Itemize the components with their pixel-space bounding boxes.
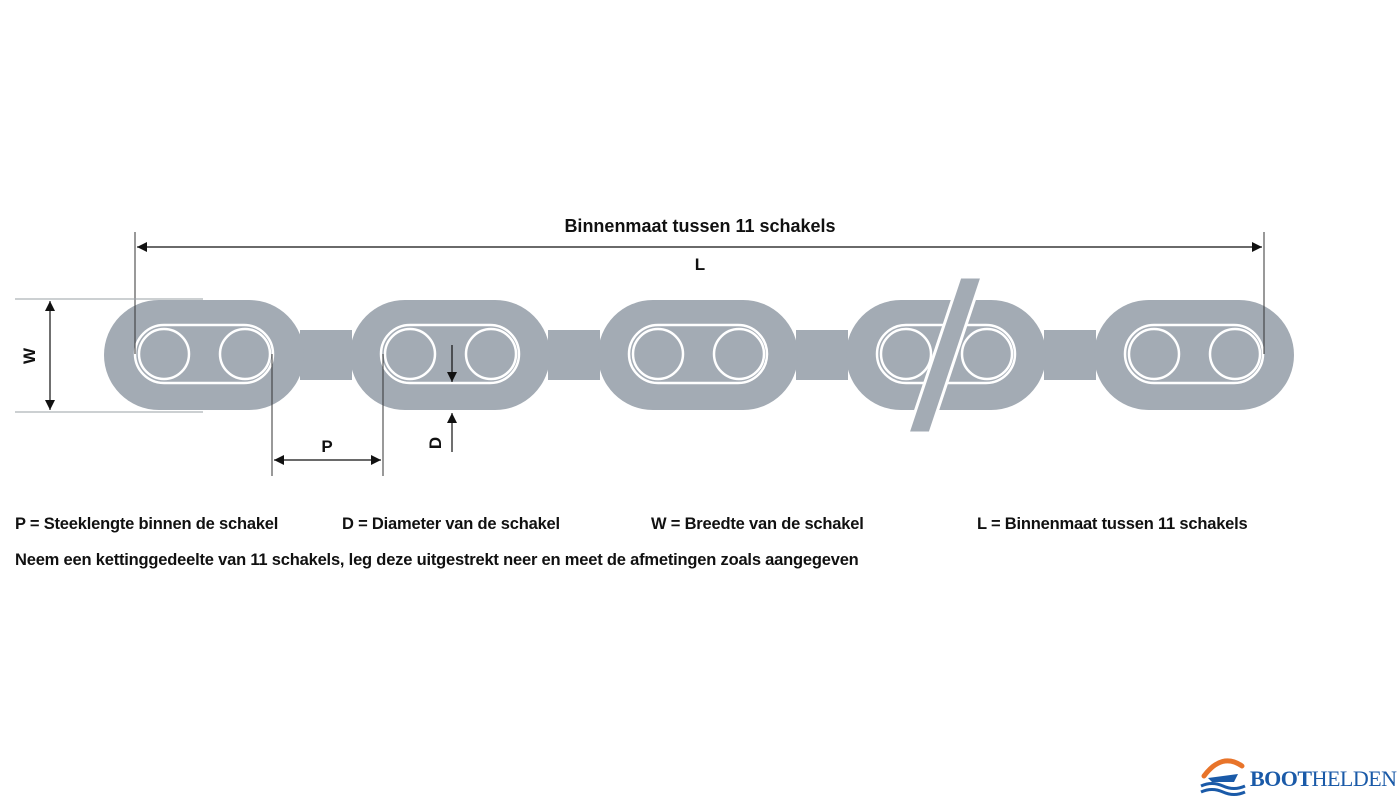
chain-link-5 bbox=[1094, 300, 1294, 410]
chain-link-1 bbox=[104, 300, 304, 410]
label-d: D bbox=[426, 437, 445, 449]
legend-w: W = Breedte van de schakel bbox=[651, 515, 864, 533]
pitch-dimension bbox=[271, 354, 384, 476]
chain-diagram: Binnenmaat tussen 11 schakels L W P D bbox=[15, 216, 1294, 476]
chain-break-symbol bbox=[905, 275, 985, 435]
link-connectors bbox=[300, 330, 1096, 380]
brand-logo[interactable]: BOOTHELDEN bbox=[1198, 752, 1397, 798]
boat-waves-logo-icon bbox=[1200, 758, 1246, 796]
diagram-title: Binnenmaat tussen 11 schakels bbox=[564, 216, 835, 236]
legend: P = Steeklengte binnen de schakel D = Di… bbox=[15, 515, 1385, 537]
chain-link-2 bbox=[350, 300, 550, 410]
length-dimension bbox=[134, 232, 1265, 354]
chain-link-3 bbox=[598, 300, 798, 410]
legend-p: P = Steeklengte binnen de schakel bbox=[15, 515, 279, 533]
legend-d: D = Diameter van de schakel bbox=[342, 515, 560, 533]
brand-name: BOOTHELDEN bbox=[1250, 766, 1397, 791]
width-dimension bbox=[15, 298, 203, 413]
legend-l: L = Binnenmaat tussen 11 schakels bbox=[977, 515, 1248, 533]
label-p: P bbox=[321, 437, 332, 456]
label-w: W bbox=[20, 347, 39, 364]
label-l: L bbox=[695, 255, 705, 274]
instruction-text: Neem een kettinggedeelte van 11 schakels… bbox=[15, 551, 859, 569]
